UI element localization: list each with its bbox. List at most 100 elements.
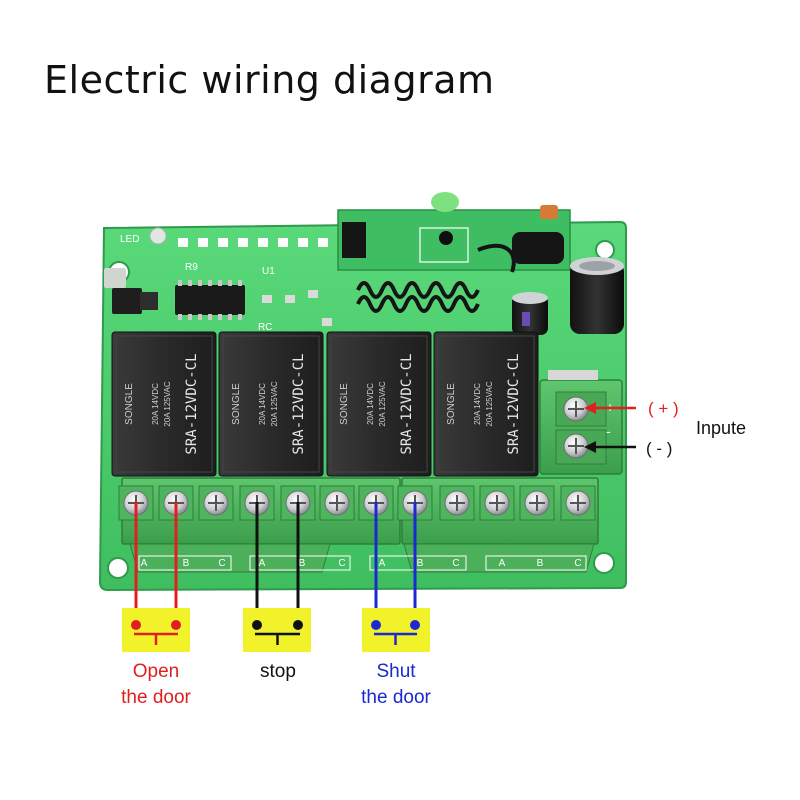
stop-caption: stop xyxy=(260,661,296,682)
crystal xyxy=(439,231,453,245)
shut-caption-line1: Shut xyxy=(376,661,416,682)
terminal-letter: C xyxy=(218,558,225,569)
relay-body xyxy=(218,331,324,477)
letter-box xyxy=(249,555,351,571)
u1-label: U1 xyxy=(262,266,275,277)
relay-brand: SONGLE xyxy=(124,383,135,425)
terminal-letter: A xyxy=(499,558,506,569)
relay-body xyxy=(433,331,539,477)
jumper-cap xyxy=(140,292,158,310)
terminal-letter: B xyxy=(537,558,544,569)
power-input-annotation: ( + ) ( - ) Inpute xyxy=(584,399,746,458)
mounting-hole xyxy=(593,552,615,574)
terminal-letter: C xyxy=(338,558,345,569)
receiver-chip xyxy=(342,222,366,258)
terminal-letter: C xyxy=(452,558,459,569)
button-pad xyxy=(243,608,311,652)
relay-edge xyxy=(115,335,213,473)
power-terminal-block: + - xyxy=(539,370,623,475)
relay-edge xyxy=(222,335,320,473)
mounting-hole xyxy=(595,240,615,260)
button-contact xyxy=(371,620,381,630)
relay-brand: SONGLE xyxy=(231,383,242,425)
terminal-screw-10 xyxy=(479,485,515,521)
inductor xyxy=(512,232,564,264)
relay-model: SRA-12VDC-CL xyxy=(506,353,522,454)
relay-model: SRA-12VDC-CL xyxy=(291,353,307,454)
rc-label: RC xyxy=(258,322,272,333)
terminal-letter: B xyxy=(299,558,306,569)
relay-rating-2: 20A 125VAC xyxy=(378,381,387,426)
open-caption-line1: Open xyxy=(133,661,179,682)
inpute-label: Inpute xyxy=(696,418,746,438)
button-contact xyxy=(293,620,303,630)
terminal-letter: B xyxy=(417,558,424,569)
power-pad xyxy=(548,370,598,380)
plus-label: ( + ) xyxy=(648,399,679,418)
relay-rating-1: 20A 14VDC xyxy=(366,383,375,425)
minus-label: ( - ) xyxy=(646,439,672,458)
ic-chip xyxy=(175,280,245,320)
button-contact xyxy=(252,620,262,630)
open-caption-line2: the door xyxy=(121,687,191,708)
button-contact xyxy=(131,620,141,630)
button-contact xyxy=(171,620,181,630)
push-button-group xyxy=(122,608,430,652)
terminal-screw-3 xyxy=(198,485,234,521)
push-button-1 xyxy=(122,608,190,652)
relay-brand: SONGLE xyxy=(339,383,350,425)
rf-receiver-module xyxy=(337,192,624,335)
terminal-letter: A xyxy=(379,558,386,569)
relay-rating-2: 20A 125VAC xyxy=(485,381,494,426)
button-pad xyxy=(362,608,430,652)
wires xyxy=(134,502,417,625)
relay-rating-2: 20A 125VAC xyxy=(270,381,279,426)
terminal-letter: C xyxy=(574,558,581,569)
smd-component xyxy=(104,268,126,288)
button-pad xyxy=(122,608,190,652)
antenna-coil xyxy=(356,243,516,313)
terminal-letter: A xyxy=(259,558,266,569)
letter-box xyxy=(138,555,232,571)
minus-arrowhead xyxy=(584,441,596,453)
shut-caption-line2: the door xyxy=(361,687,431,708)
terminal-screw-9 xyxy=(439,485,475,521)
push-button-2 xyxy=(243,608,311,652)
jumper-header xyxy=(112,288,142,314)
relay-edge xyxy=(437,335,535,473)
relay-rating-1: 20A 14VDC xyxy=(473,383,482,425)
terminal-block-base xyxy=(403,543,595,573)
relay-model: SRA-12VDC-CL xyxy=(184,353,200,454)
plus-arrowhead xyxy=(584,402,596,414)
relay-model: SRA-12VDC-CL xyxy=(399,353,415,454)
electrolytic-capacitor-small xyxy=(512,292,548,335)
electrolytic-capacitor-large xyxy=(570,257,624,334)
terminal-screw-1 xyxy=(118,485,154,521)
led-indicator xyxy=(149,227,167,245)
diagram-title: Electric wiring diagram xyxy=(44,58,495,102)
r9-label: R9 xyxy=(185,262,198,273)
letter-box xyxy=(369,555,467,571)
terminal-screw-6 xyxy=(319,485,355,521)
board-minus-mark: - xyxy=(606,423,611,439)
button-captions: Open the door stop Shut the door xyxy=(121,661,431,708)
terminal-screw-12 xyxy=(560,485,596,521)
relay-rating-1: 20A 14VDC xyxy=(151,383,160,425)
relay-rating-2: 20A 125VAC xyxy=(163,381,172,426)
push-button-3 xyxy=(362,608,430,652)
terminal-screw-11 xyxy=(519,485,555,521)
relay-brand: SONGLE xyxy=(446,383,457,425)
mounting-hole xyxy=(107,557,129,579)
letter-box xyxy=(485,555,587,571)
button-contact xyxy=(410,620,420,630)
relay-body xyxy=(326,331,432,477)
led-label: LED xyxy=(120,234,139,245)
trim-pot xyxy=(540,205,558,219)
